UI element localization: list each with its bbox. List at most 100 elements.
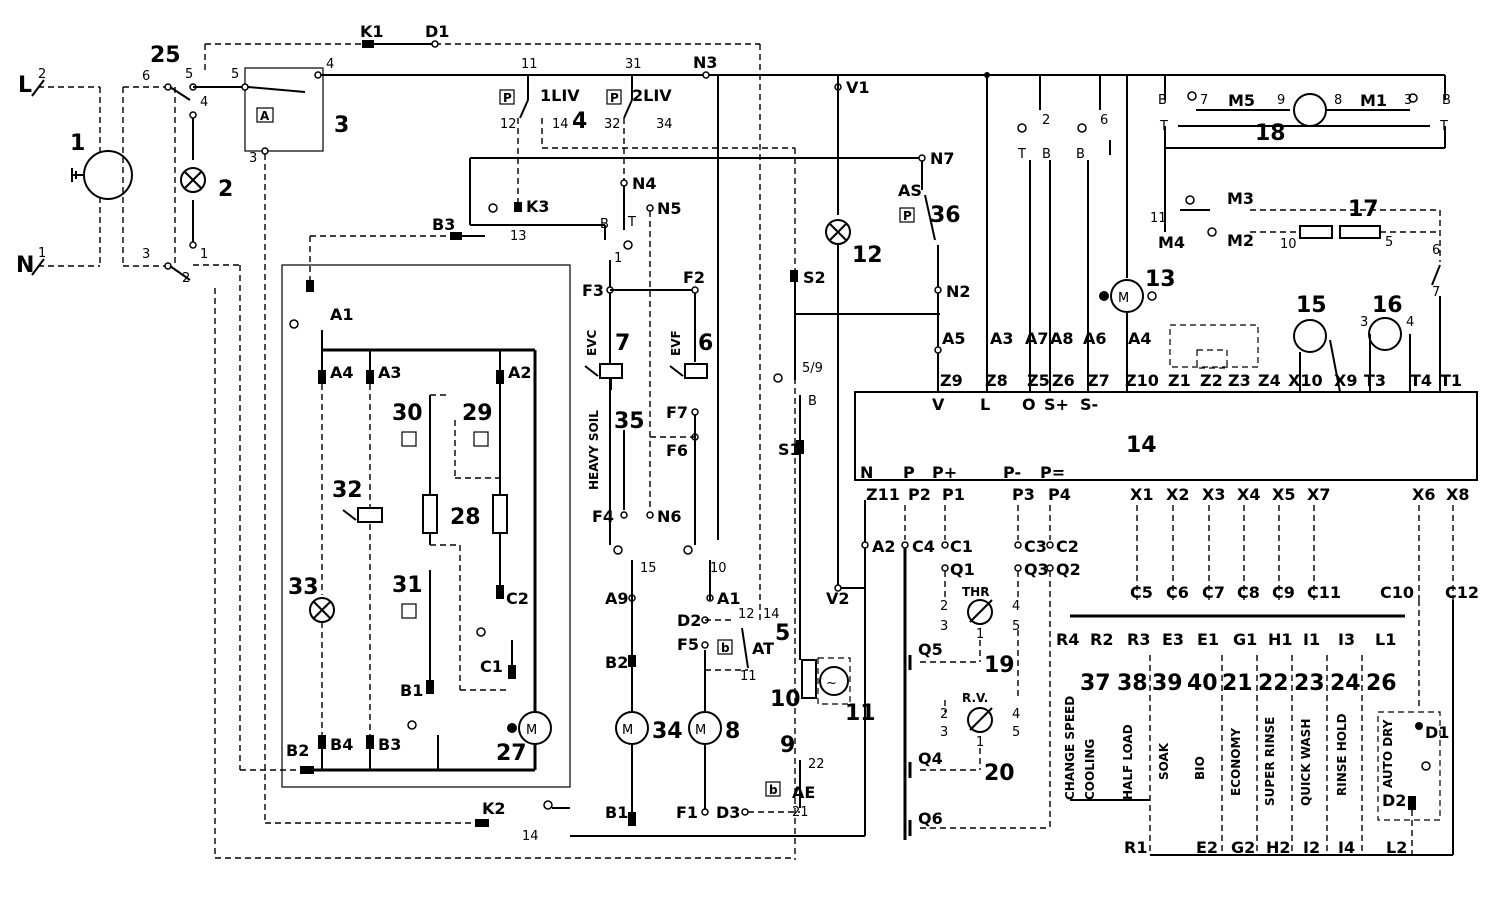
svg-text:AE: AE — [792, 783, 815, 802]
svg-text:I2: I2 — [1303, 838, 1320, 857]
svg-text:11: 11 — [845, 701, 876, 726]
svg-text:28: 28 — [450, 505, 481, 530]
svg-text:Q2: Q2 — [1056, 560, 1081, 579]
label-N: N — [16, 253, 34, 278]
svg-text:13: 13 — [510, 229, 527, 244]
svg-text:1: 1 — [976, 735, 984, 750]
svg-text:16: 16 — [1372, 293, 1403, 318]
svg-text:22: 22 — [808, 757, 825, 772]
svg-text:N3: N3 — [693, 53, 718, 72]
svg-text:8: 8 — [725, 719, 740, 744]
svg-text:5: 5 — [1385, 235, 1393, 250]
svg-text:2: 2 — [182, 271, 190, 286]
svg-text:C12: C12 — [1445, 583, 1479, 602]
svg-text:5/9: 5/9 — [802, 361, 823, 376]
svg-text:3: 3 — [334, 113, 349, 138]
svg-text:N2: N2 — [946, 282, 971, 301]
svg-text:12: 12 — [852, 243, 883, 268]
svg-text:SOAK: SOAK — [1157, 742, 1171, 780]
svg-text:D3: D3 — [716, 803, 740, 822]
svg-text:1: 1 — [200, 247, 208, 262]
svg-text:D1: D1 — [425, 22, 449, 41]
svg-text:b: b — [769, 783, 778, 797]
svg-text:26: 26 — [1366, 671, 1397, 696]
svg-text:Z10: Z10 — [1125, 371, 1159, 390]
svg-text:B2: B2 — [286, 741, 309, 760]
svg-text:L: L — [980, 395, 990, 414]
svg-text:5: 5 — [775, 621, 790, 646]
svg-text:11: 11 — [1150, 211, 1167, 226]
svg-text:P: P — [903, 209, 912, 223]
svg-text:X1: X1 — [1130, 485, 1153, 504]
lower-left-box — [281, 264, 571, 788]
solenoid-valves: 7 EVC 6 EVF F7 F6 — [584, 330, 713, 545]
svg-text:35: 35 — [614, 409, 645, 434]
svg-text:D1: D1 — [1425, 723, 1449, 742]
svg-text:Q6: Q6 — [918, 809, 943, 828]
svg-text:G1: G1 — [1233, 630, 1257, 649]
svg-text:I1: I1 — [1303, 630, 1320, 649]
svg-text:S-: S- — [1080, 395, 1098, 414]
svg-text:P: P — [610, 91, 619, 105]
svg-text:T: T — [1159, 119, 1168, 134]
svg-text:A8: A8 — [1050, 329, 1074, 348]
svg-text:M2: M2 — [1227, 231, 1254, 250]
svg-text:3: 3 — [1360, 315, 1368, 330]
svg-text:N: N — [860, 463, 873, 482]
svg-text:B1: B1 — [400, 681, 423, 700]
sensor-16-symbol — [1368, 317, 1402, 351]
svg-text:X2: X2 — [1166, 485, 1189, 504]
component-11-symbol — [819, 666, 849, 696]
svg-text:2: 2 — [1042, 113, 1050, 128]
svg-text:F5: F5 — [677, 635, 699, 654]
svg-text:X6: X6 — [1412, 485, 1435, 504]
svg-text:3: 3 — [940, 619, 948, 634]
svg-text:P4: P4 — [1048, 485, 1071, 504]
svg-text:R3: R3 — [1127, 630, 1150, 649]
svg-text:H1: H1 — [1268, 630, 1293, 649]
svg-text:T: T — [1439, 119, 1448, 134]
svg-text:12: 12 — [500, 117, 517, 132]
svg-text:X10: X10 — [1288, 371, 1323, 390]
svg-text:Z8: Z8 — [985, 371, 1008, 390]
svg-text:A1: A1 — [717, 589, 741, 608]
svg-text:b: b — [721, 641, 730, 655]
svg-text:6: 6 — [1100, 113, 1108, 128]
svg-text:15: 15 — [640, 561, 657, 576]
svg-text:19: 19 — [984, 653, 1015, 678]
svg-text:N6: N6 — [657, 507, 682, 526]
top-loop: K1 D1 — [204, 22, 761, 620]
svg-text:B: B — [1042, 147, 1051, 162]
svg-text:Q3: Q3 — [1024, 560, 1049, 579]
valve-6-coil — [684, 363, 708, 379]
svg-text:X7: X7 — [1307, 485, 1330, 504]
svg-text:B: B — [808, 394, 817, 409]
svg-text:C2: C2 — [506, 589, 529, 608]
svg-text:Z2: Z2 — [1200, 371, 1223, 390]
svg-text:A2: A2 — [508, 363, 532, 382]
svg-text:29: 29 — [462, 401, 493, 426]
svg-text:P: P — [903, 463, 915, 482]
svg-text:18: 18 — [1255, 121, 1286, 146]
svg-text:QUICK WASH: QUICK WASH — [1299, 719, 1313, 806]
svg-text:30: 30 — [392, 401, 423, 426]
svg-text:4: 4 — [572, 109, 587, 134]
svg-text:1: 1 — [976, 627, 984, 642]
svg-text:F7: F7 — [666, 403, 688, 422]
svg-text:EVF: EVF — [669, 330, 683, 356]
svg-text:A2: A2 — [872, 537, 896, 556]
svg-text:21: 21 — [1222, 671, 1253, 696]
pump-motors: A9 B2 M 34 B1 M 8 F1 A1 D2 F5 12 14 5 b … — [605, 560, 790, 826]
svg-text:A5: A5 — [942, 329, 966, 348]
svg-text:15: 15 — [1296, 293, 1327, 318]
svg-text:X3: X3 — [1202, 485, 1225, 504]
svg-text:2: 2 — [218, 177, 233, 202]
svg-text:Z11: Z11 — [866, 485, 900, 504]
svg-text:B1: B1 — [605, 803, 628, 822]
timer-switch: N4 N5 T 1 F3 F2 — [582, 174, 705, 545]
sensors-15-16: 15 16 3 4 — [1169, 293, 1414, 393]
svg-text:D2: D2 — [1382, 791, 1406, 810]
svg-text:M1: M1 — [1360, 91, 1387, 110]
svg-text:2: 2 — [940, 599, 948, 614]
program-selector: C5 C6 C7 C8 C9 C11 C10 C12 R4 R2 R3 E3 E… — [1056, 505, 1479, 857]
